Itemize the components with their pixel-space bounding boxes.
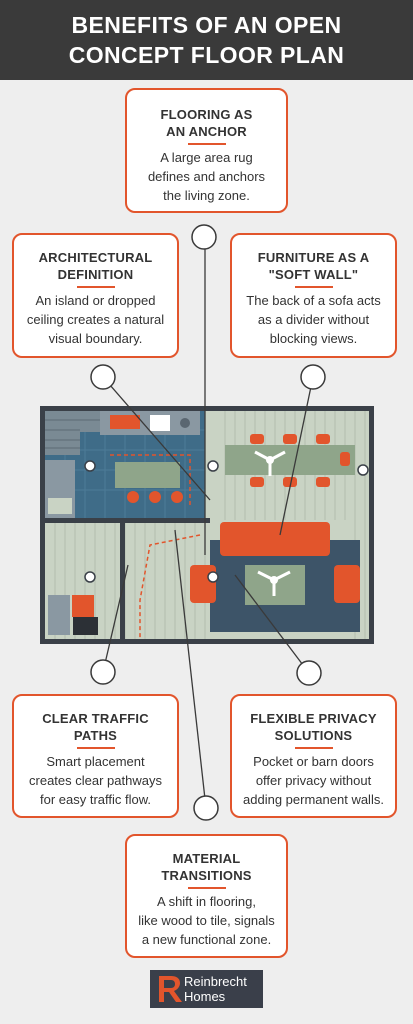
- kitchen-appliance: [110, 415, 140, 429]
- interior-wall: [45, 518, 210, 523]
- card-material-transitions: MATERIAL TRANSITIONS A shift in flooring…: [125, 834, 288, 958]
- header-banner: BENEFITS OF AN OPEN CONCEPT FLOOR PLAN: [0, 0, 413, 80]
- card-divider: [76, 747, 115, 749]
- card-title-line-2: PATHS: [73, 728, 118, 743]
- armchair-right: [334, 565, 360, 603]
- card-body-line-1: A shift in flooring,: [157, 894, 256, 909]
- card-divider: [76, 286, 115, 288]
- card-body-line-2: offer privacy without: [255, 773, 372, 788]
- card-flexible-privacy: FLEXIBLE PRIVACY SOLUTIONS Pocket or bar…: [230, 694, 397, 818]
- bar-stools: [127, 491, 183, 503]
- card-title-line-2: AN ANCHOR: [166, 124, 247, 139]
- card-divider: [187, 143, 226, 145]
- bedroom-chair: [72, 595, 94, 617]
- card-furniture-soft-wall: FURNITURE AS A "SOFT WALL" The back of a…: [230, 233, 397, 358]
- card-body-line-2: like wood to tile, signals: [138, 913, 275, 928]
- stove-burner-icon: [180, 418, 190, 428]
- card-flooring-anchor: FLOORING AS AN ANCHOR A large area rug d…: [125, 88, 288, 213]
- logo-text-line-2: Homes: [184, 989, 226, 1004]
- card-title-line-1: MATERIAL: [172, 851, 241, 866]
- oven-icon: [48, 498, 72, 514]
- dining-chairs: [250, 434, 350, 487]
- card-body-line-3: the living zone.: [163, 188, 250, 203]
- card-body-line-3: adding permanent walls.: [243, 792, 384, 807]
- page-title-line-2: CONCEPT FLOOR PLAN: [68, 42, 345, 68]
- card-title-line-2: SOLUTIONS: [274, 728, 353, 743]
- armchair-left: [190, 565, 216, 603]
- card-clear-traffic-paths: CLEAR TRAFFIC PATHS Smart placement crea…: [12, 694, 179, 818]
- card-body-line-1: A large area rug: [160, 150, 253, 165]
- card-title-line-2: "SOFT WALL": [268, 267, 359, 282]
- card-title-line-1: ARCHITECTURAL: [38, 250, 153, 265]
- logo-mark-icon: [159, 976, 182, 1002]
- card-body-line-2: defines and anchors: [147, 169, 266, 184]
- card-divider: [294, 286, 333, 288]
- card-body-line-1: Pocket or barn doors: [253, 754, 374, 769]
- kitchen-island: [115, 462, 180, 488]
- card-body-line-3: blocking views.: [269, 331, 358, 346]
- card-body-line-2: creates clear pathways: [29, 773, 162, 788]
- card-body-line-2: as a divider without: [257, 312, 370, 327]
- traffic-path-living: [139, 534, 201, 639]
- card-divider: [187, 887, 226, 889]
- pocket-door-wall: [120, 523, 125, 639]
- ceiling-fan-icon-dining: [254, 450, 286, 476]
- card-title-line-1: FLOORING AS: [160, 107, 253, 122]
- sink-icon: [150, 415, 170, 431]
- card-title-line-1: FURNITURE AS A: [257, 250, 370, 265]
- card-divider: [294, 747, 333, 749]
- ceiling-fan-icon-living: [257, 570, 291, 596]
- staircase: [45, 411, 100, 455]
- card-title-line-2: DEFINITION: [57, 267, 134, 282]
- brand-logo: Reinbrecht Homes: [150, 970, 263, 1008]
- card-title-line-1: FLEXIBLE PRIVACY: [250, 711, 377, 726]
- card-body-line-1: The back of a sofa acts: [246, 293, 381, 308]
- light-fixtures: [84, 460, 369, 583]
- sectional-sofa: [220, 522, 330, 556]
- card-title-line-2: TRANSITIONS: [161, 868, 252, 883]
- bedroom-desk: [48, 595, 70, 635]
- card-architectural-definition: ARCHITECTURAL DEFINITION An island or dr…: [12, 233, 179, 358]
- card-body-line-1: An island or dropped: [35, 293, 156, 308]
- page-title-line-1: BENEFITS OF AN OPEN: [71, 12, 342, 38]
- logo-text-line-1: Reinbrecht: [184, 974, 247, 989]
- card-body-line-1: Smart placement: [46, 754, 145, 769]
- connector-circles: [90, 224, 326, 821]
- bedroom-rug: [73, 617, 98, 635]
- connector-lines: [102, 247, 314, 809]
- card-body-line-3: for easy traffic flow.: [39, 792, 152, 807]
- card-title-line-1: CLEAR TRAFFIC: [42, 711, 149, 726]
- card-body-line-3: visual boundary.: [48, 331, 143, 346]
- card-body-line-3: a new functional zone.: [141, 932, 272, 947]
- dining-table: [225, 445, 355, 475]
- card-body-line-2: ceiling creates a natural: [26, 312, 165, 327]
- traffic-path-kitchen: [110, 454, 191, 505]
